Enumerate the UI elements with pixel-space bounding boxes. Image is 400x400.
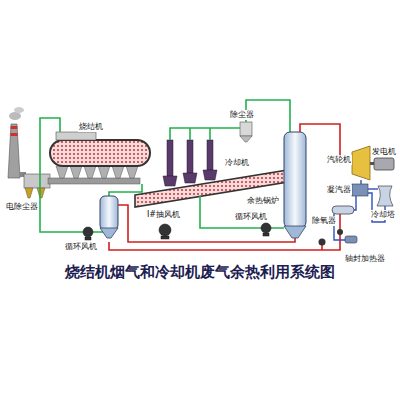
part-label: I#抽风机 — [146, 210, 181, 220]
diagram-title: 烧结机烟气和冷却机废气余热利用系统图 — [0, 262, 400, 282]
part-label: 冷却塔 — [370, 210, 396, 220]
part-label: 除尘器 — [229, 110, 255, 120]
part-label: 循环风机 — [234, 212, 268, 222]
part-label: 余热锅炉 — [246, 196, 280, 206]
part-label: 电除尘器 — [5, 202, 39, 212]
part-label: 轴封加热器 — [344, 254, 386, 264]
part-label: 冷却机 — [224, 158, 250, 168]
part-label: 除氧器 — [311, 216, 337, 226]
part-label: 汽轮机 — [326, 155, 352, 165]
part-label: 凝汽器 — [326, 185, 352, 195]
part-label: 循环风机 — [64, 242, 98, 252]
part-label: 烧结机 — [78, 122, 104, 132]
part-label: 发电机 — [371, 147, 397, 157]
